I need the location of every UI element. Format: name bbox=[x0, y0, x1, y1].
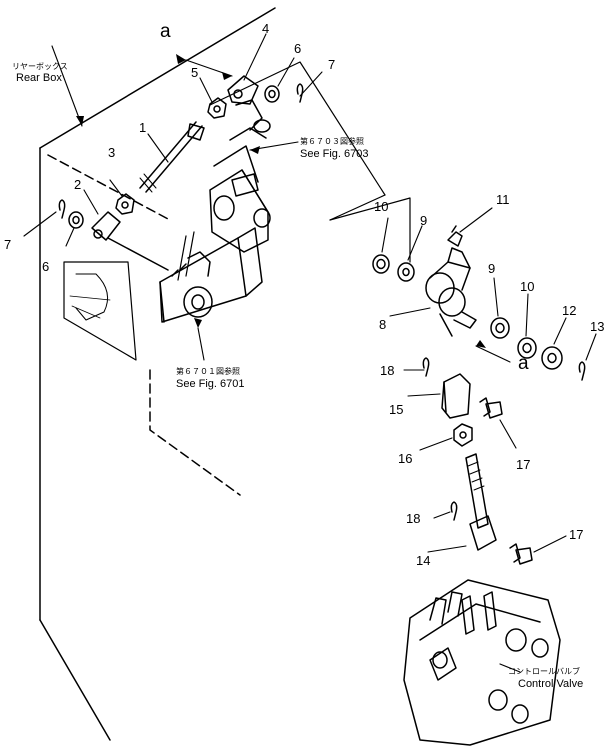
callout-9-left: 9 bbox=[420, 213, 428, 228]
grease-fitting-part-11 bbox=[447, 225, 463, 247]
callout-9-right: 9 bbox=[488, 261, 496, 276]
callout-3: 3 bbox=[108, 145, 116, 160]
washer-part-12 bbox=[541, 346, 563, 370]
callout-18-upper: 18 bbox=[380, 363, 395, 378]
clevis-part-15 bbox=[441, 373, 471, 419]
callout-18-lower: 18 bbox=[406, 511, 421, 526]
rod-end-part-4 bbox=[227, 75, 259, 105]
control-valve-body bbox=[403, 579, 561, 746]
rod-part-14 bbox=[465, 453, 497, 551]
bolt-part-17-lower bbox=[509, 543, 533, 565]
callout-4: 4 bbox=[262, 21, 270, 36]
callout-7-left: 7 bbox=[4, 237, 12, 252]
callout-14: 14 bbox=[416, 553, 431, 568]
callout-2: 2 bbox=[74, 177, 82, 192]
callout-10-left: 10 bbox=[374, 199, 389, 214]
bearing-part-9-left bbox=[397, 262, 415, 282]
callout-5: 5 bbox=[191, 65, 199, 80]
callout-6-top: 6 bbox=[294, 41, 302, 56]
nut-part-5 bbox=[207, 97, 227, 119]
rod-part-1 bbox=[139, 121, 205, 193]
label-a-top: a bbox=[160, 21, 171, 42]
callout-1: 1 bbox=[139, 120, 147, 135]
nut-part-16 bbox=[453, 423, 473, 447]
callout-17-lower: 17 bbox=[569, 527, 584, 542]
lever-housing-assembly bbox=[159, 99, 271, 323]
pin-part-7-right bbox=[296, 83, 304, 103]
callout-10-right: 10 bbox=[520, 279, 535, 294]
bearing-part-9-right bbox=[490, 317, 510, 339]
seal-part-10-left bbox=[372, 254, 390, 274]
pin-part-18-lower bbox=[450, 501, 458, 521]
control-valve-label-jp: コントロールバルブ bbox=[508, 667, 580, 676]
pin-part-7-left bbox=[58, 199, 66, 219]
fig-6703-label-jp: 第６７０３図参照 bbox=[300, 137, 364, 146]
callout-11: 11 bbox=[496, 192, 510, 207]
arrow-heads bbox=[76, 54, 486, 348]
label-a-right: a bbox=[518, 353, 529, 374]
rod-end-part-2 bbox=[91, 211, 169, 271]
rear-box-outline bbox=[39, 7, 276, 741]
bushing-part-6-right bbox=[264, 85, 280, 103]
fig-6703-label-en: See Fig. 6703 bbox=[300, 148, 369, 160]
control-valve-label-en: Control Valve bbox=[518, 678, 584, 690]
seal-part-10-right bbox=[517, 337, 537, 359]
bolt-part-17-upper bbox=[479, 397, 503, 419]
pin-part-13 bbox=[578, 361, 586, 381]
rear-box-label-jp: リヤーボックス bbox=[12, 62, 68, 71]
callout-17-upper: 17 bbox=[516, 457, 531, 472]
rear-box-label-en: Rear Box bbox=[16, 72, 62, 84]
callout-8: 8 bbox=[379, 317, 387, 332]
callout-15: 15 bbox=[389, 402, 404, 417]
nut-part-3 bbox=[115, 193, 135, 215]
fig-6703-reference-box bbox=[209, 61, 411, 263]
callout-6-left: 6 bbox=[42, 259, 50, 274]
pin-part-18-upper bbox=[422, 357, 430, 377]
leader-lines bbox=[23, 33, 597, 673]
lever-part-8 bbox=[425, 247, 477, 337]
callout-13: 13 bbox=[590, 319, 605, 334]
callout-7-top: 7 bbox=[328, 57, 336, 72]
fig-6701-label-jp: 第６７０１図参照 bbox=[176, 367, 240, 376]
callout-16: 16 bbox=[398, 451, 413, 466]
callout-12: 12 bbox=[562, 303, 577, 318]
bushing-part-6-left bbox=[68, 211, 84, 229]
fig-6701-label-en: See Fig. 6701 bbox=[176, 378, 245, 390]
